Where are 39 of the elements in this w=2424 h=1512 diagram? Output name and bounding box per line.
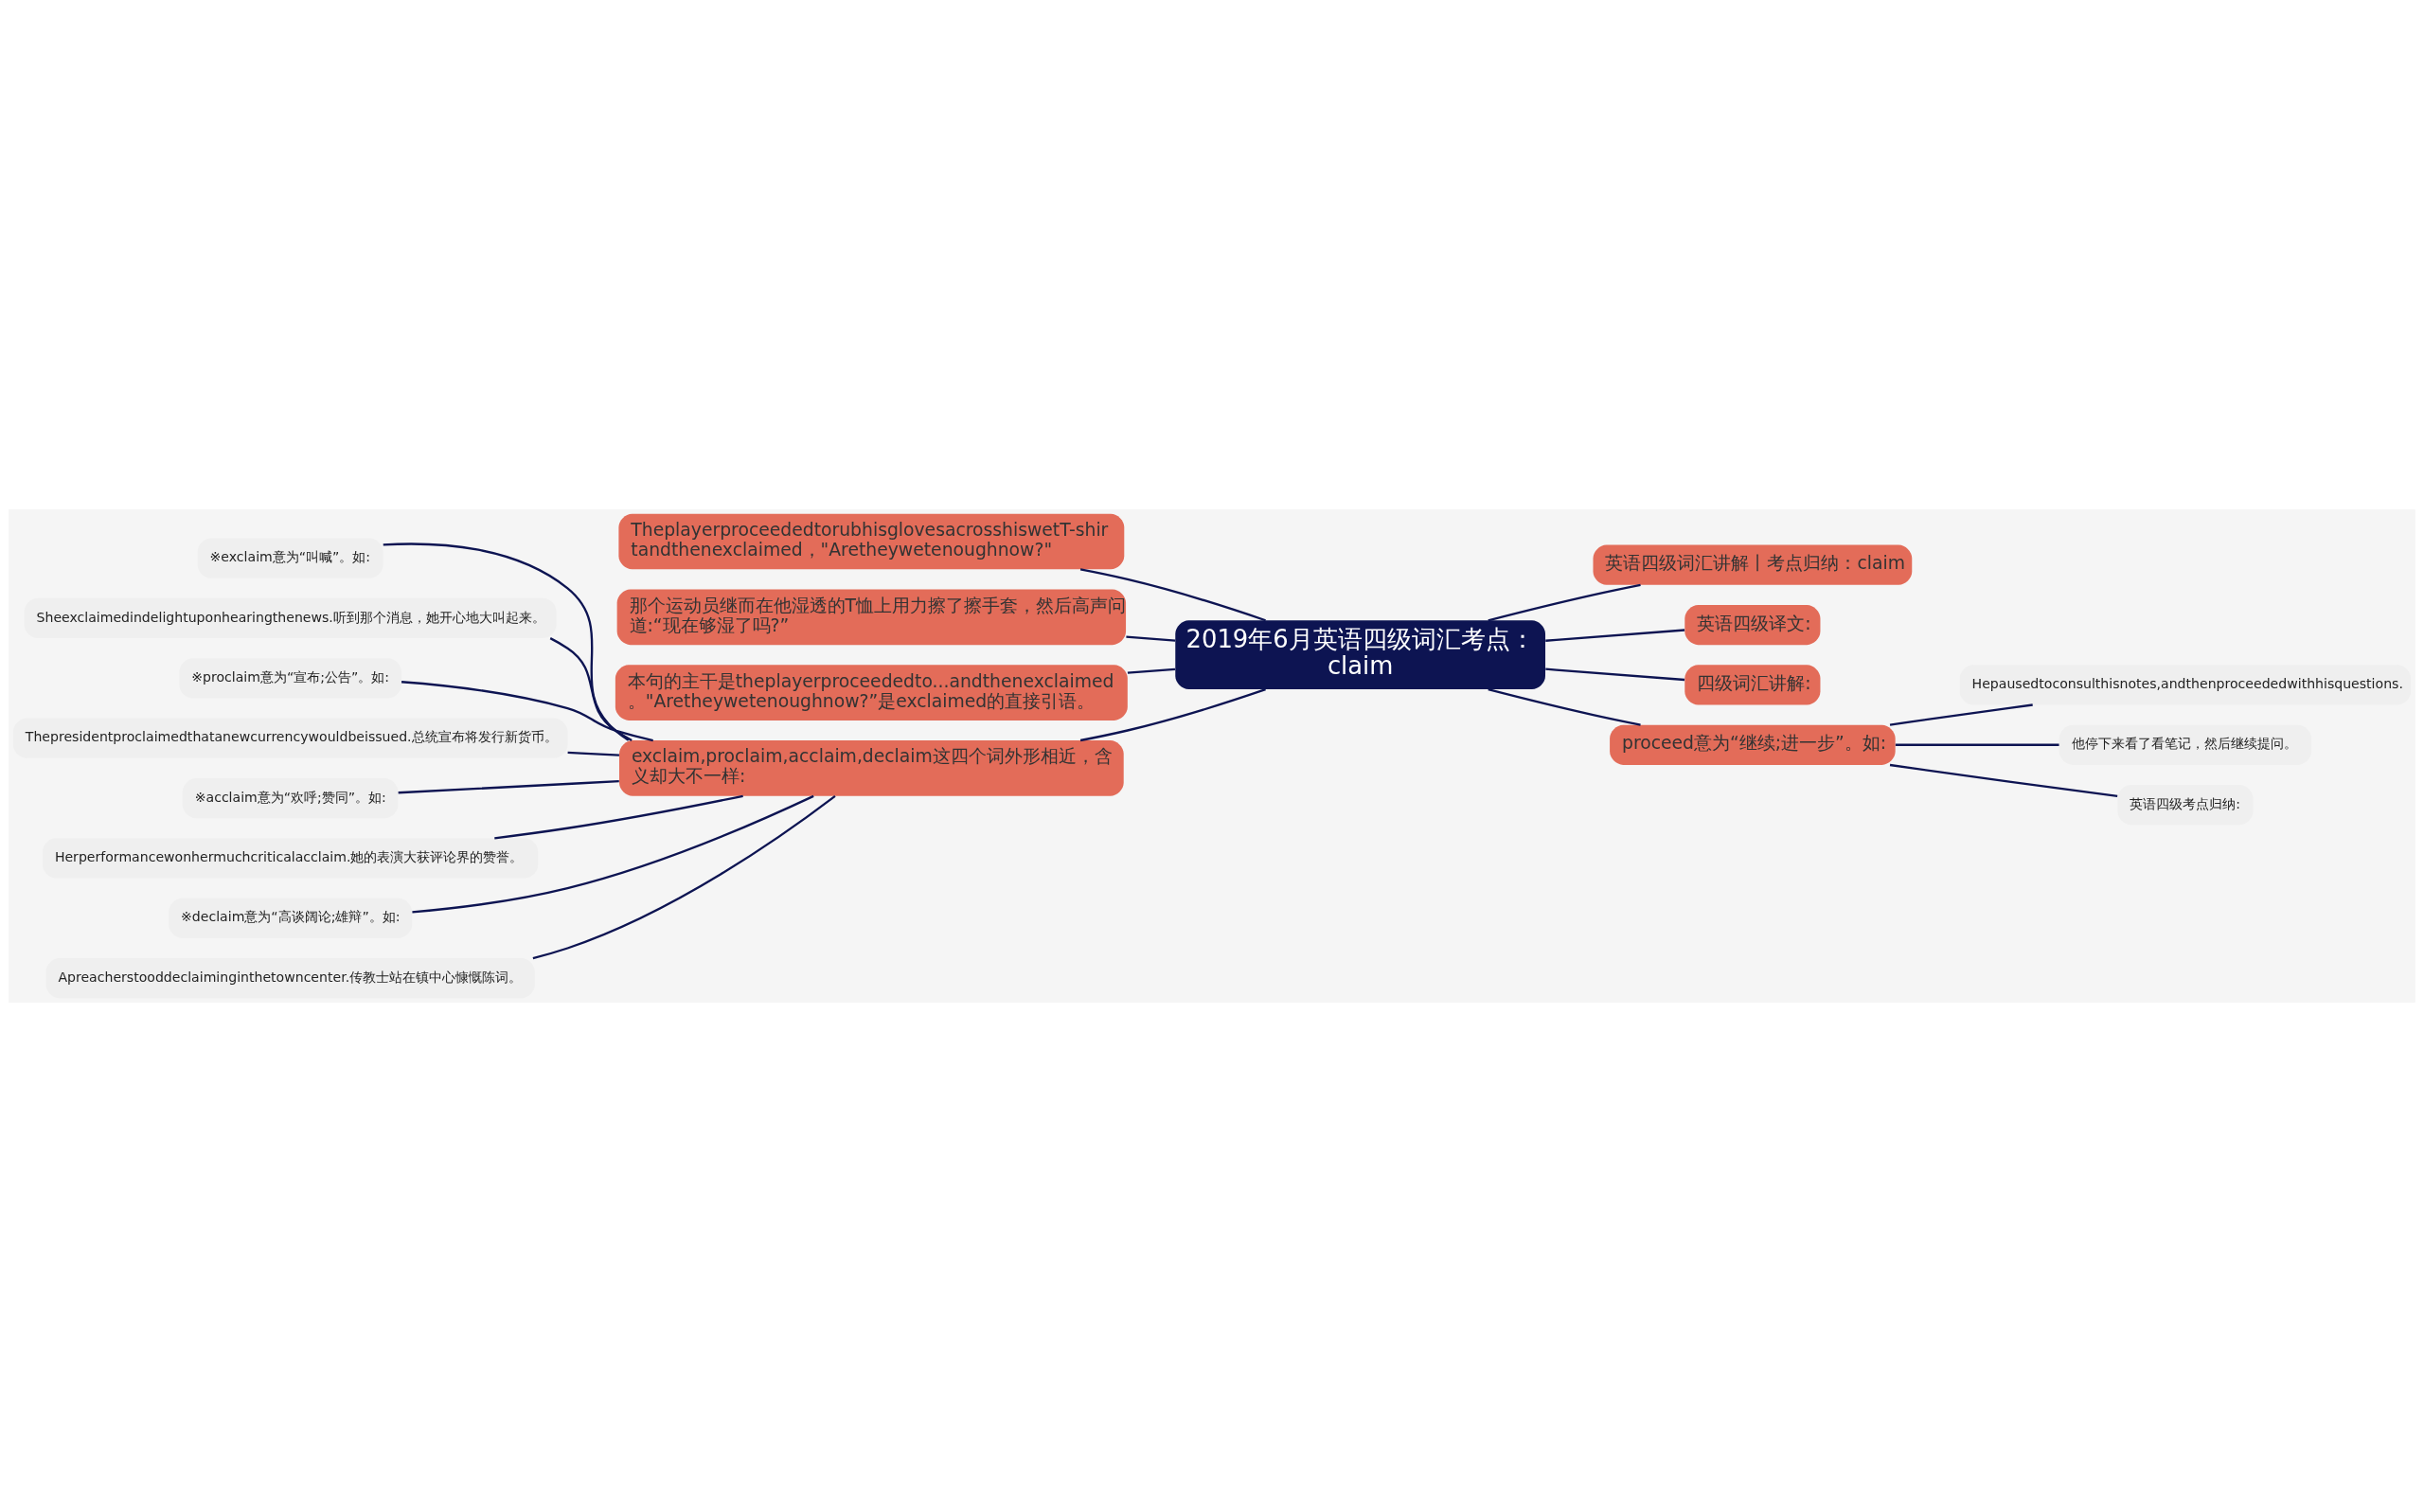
node-box: Apreacherstooddeclaiminginthetowncenter.传教士站在镇中心慷慨陈词。 — [45, 958, 535, 999]
connector — [1889, 703, 2033, 726]
node-box: ※acclaim意为“欢呼;赞同”。如: — [182, 777, 399, 819]
connector — [1079, 688, 1266, 742]
connector — [532, 794, 836, 960]
connector — [401, 681, 653, 742]
node-box: Thepresidentproclaimedthatanewcurrencywouldbeissued.总统宣布将发行新货币。 — [12, 718, 568, 758]
node-box: Sheexclaimedindelightuponhearingthenews.听到那个消息，她开心地大叫起来。 — [24, 597, 557, 639]
node-box: exclaim,proclaim,acclaim,declaim这四个词外形相近，含义却大不一样: — [619, 740, 1124, 796]
connector — [494, 794, 743, 840]
connector — [1127, 667, 1176, 674]
connector — [412, 794, 814, 914]
connector — [1889, 763, 2118, 798]
node-box: 本句的主干是theplayerproceededto...andthenexclaimed。"Aretheywetenoughnow?”是exclaimed的直接引语。 — [615, 665, 1128, 720]
connector — [1545, 667, 1685, 682]
node-box: 他停下来看了看笔记，然后继续提问。 — [2059, 724, 2312, 765]
connector — [383, 543, 630, 741]
connector — [1545, 629, 1685, 642]
connector — [1895, 743, 2059, 746]
connector — [1126, 635, 1176, 642]
connector — [1079, 568, 1266, 622]
connector — [549, 637, 633, 741]
node-box: 英语四级译文: — [1684, 604, 1821, 646]
node-box: 四级词汇讲解: — [1684, 665, 1821, 705]
node-box: Hepausedtoconsulthisnotes,andthenproceededwithhisquestions. — [1959, 665, 2412, 705]
node-box: ※declaim意为“高谈阔论;雄辩”。如: — [169, 898, 413, 938]
node-box: Herperformancewonhermuchcriticalacclaim.她的表演大获评论界的赞誉。 — [42, 838, 539, 879]
node-box: ※exclaim意为“叫喊”。如: — [197, 538, 383, 578]
node-box: proceed意为“继续;进一步”。如: — [1610, 724, 1896, 765]
connector — [1488, 583, 1641, 622]
node-box: 那个运动员继而在他湿透的T恤上用力擦了擦手套，然后高声问道:“现在够湿了吗?” — [616, 589, 1127, 646]
node-box: TheplayerproceededtorubhisglovesacrosshiswetT-shirtandthenexclaimed，"Aretheywetenoughnow?" — [618, 513, 1125, 570]
connector — [1488, 687, 1641, 726]
connector — [567, 751, 619, 756]
node-box: 英语四级考点归纳: — [2117, 785, 2254, 826]
node-box: ※proclaim意为“宣布;公告”。如: — [179, 658, 401, 699]
node-box: 2019年6月英语四级词汇考点：claim — [1175, 620, 1546, 690]
node-box: 英语四级词汇讲解丨考点归纳：claim — [1593, 544, 1913, 585]
connector — [398, 780, 619, 794]
